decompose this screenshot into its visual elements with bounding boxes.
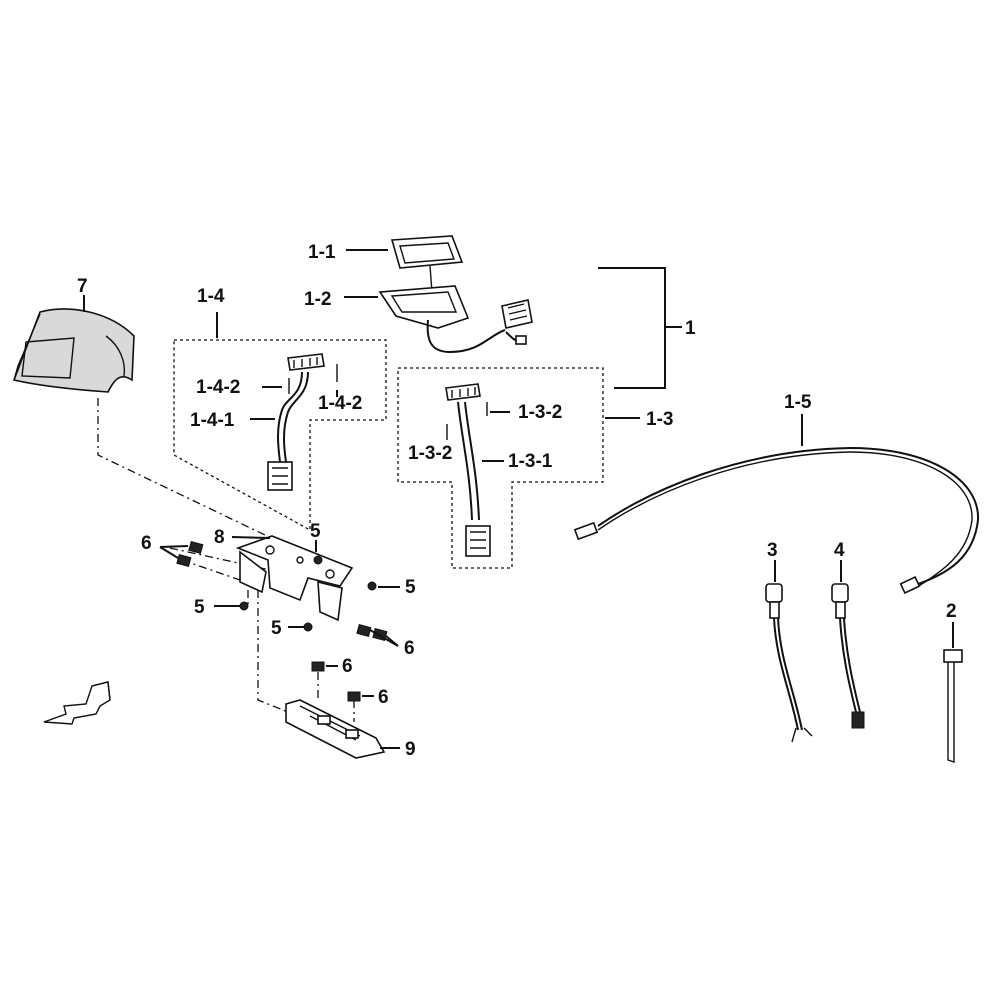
assembly-bracket-1	[598, 267, 682, 389]
label-5-top: 5	[310, 521, 321, 542]
meter-lens-part	[346, 235, 464, 293]
label-6-lower: 6	[378, 687, 389, 708]
label-2: 2	[946, 601, 957, 622]
bulb-socket-4-part	[831, 560, 865, 729]
label-1-1: 1-1	[308, 242, 336, 263]
wire-group-1-3	[397, 367, 640, 569]
label-6-right: 6	[404, 638, 415, 659]
label-1-5: 1-5	[784, 392, 812, 413]
label-6-left: 6	[141, 533, 152, 554]
label-1-4-2-right: 1-4-2	[318, 393, 362, 414]
label-1-4-2-left: 1-4-2	[196, 377, 240, 398]
label-1-4-1: 1-4-1	[190, 410, 235, 431]
label-9: 9	[405, 739, 416, 760]
label-1-4: 1-4	[197, 286, 225, 307]
label-6-middle: 6	[342, 656, 353, 677]
label-1-2: 1-2	[304, 289, 331, 310]
label-5-right: 5	[405, 577, 416, 598]
meter-cover-part	[12, 295, 135, 393]
label-7: 7	[77, 276, 88, 297]
fasteners	[159, 540, 400, 702]
label-8: 8	[214, 527, 225, 548]
label-1-3-2-left: 1-3-2	[408, 443, 452, 464]
label-4: 4	[834, 540, 845, 561]
meter-housing-part	[344, 285, 533, 354]
label-5-middle: 5	[271, 618, 282, 639]
front-arrow-icon	[43, 681, 111, 725]
cable-tie-part	[943, 622, 963, 763]
wire-group-1-4	[173, 312, 387, 532]
part-labels: 1-1 1-2 1 1-4 7 1-4-2 1-4-2 1-4-1 1-3-2 …	[77, 242, 957, 760]
meter-bracket-part	[231, 535, 354, 622]
label-1-3-1: 1-3-1	[508, 451, 553, 472]
label-1-3-2-right: 1-3-2	[518, 402, 562, 423]
label-1-3: 1-3	[646, 409, 673, 430]
label-1: 1	[685, 318, 696, 339]
lower-bracket-part	[285, 699, 400, 759]
label-5-left: 5	[194, 597, 205, 618]
speedometer-cable-part	[573, 414, 980, 594]
label-3: 3	[767, 540, 778, 561]
bulb-socket-3-part	[765, 560, 813, 743]
